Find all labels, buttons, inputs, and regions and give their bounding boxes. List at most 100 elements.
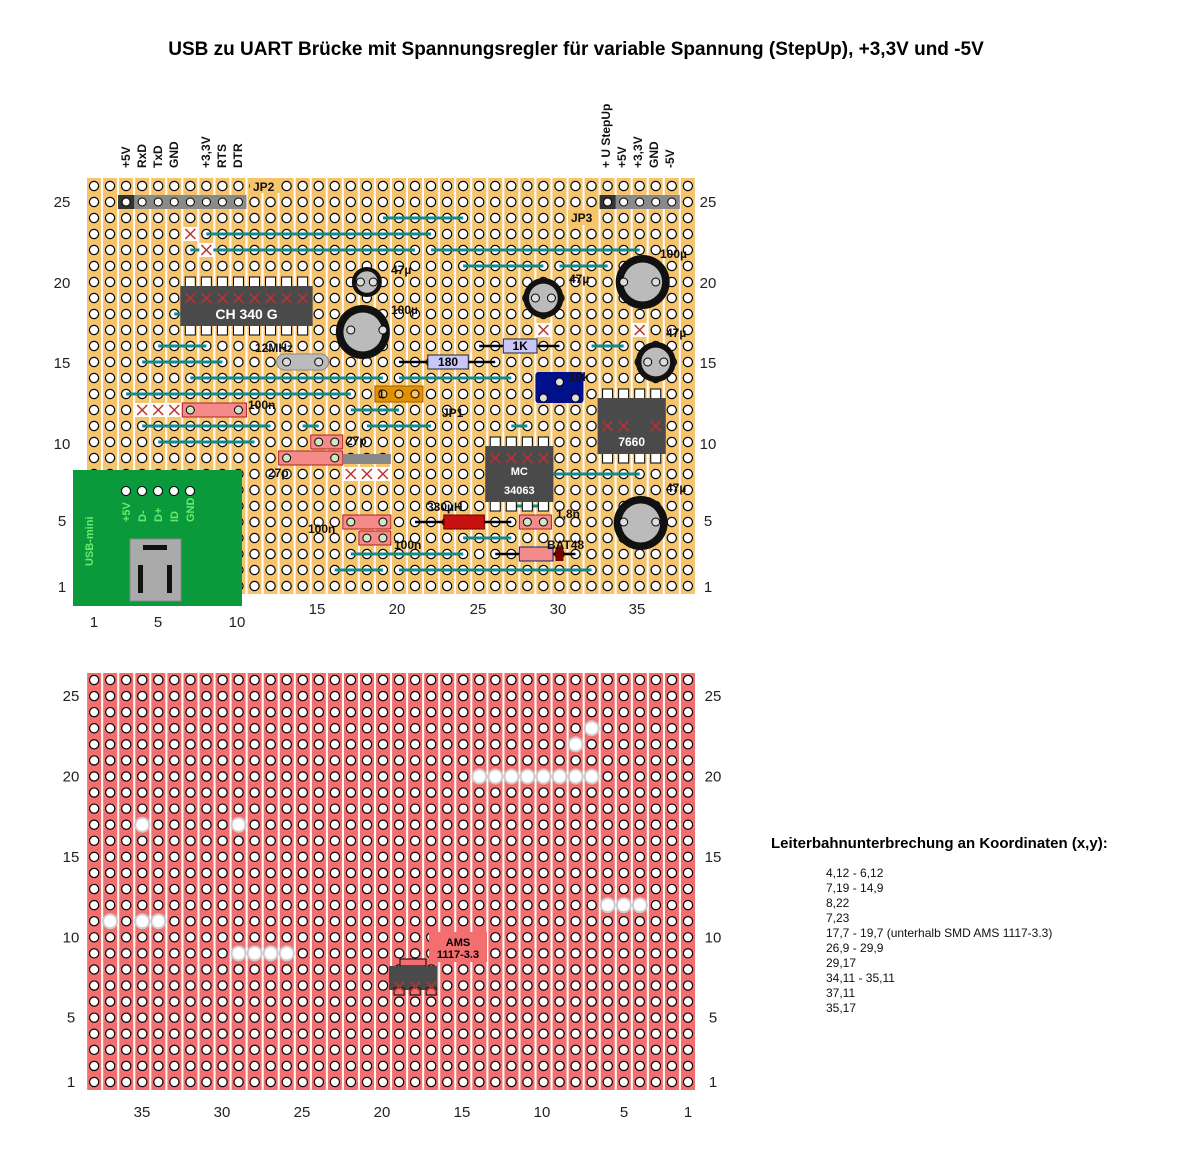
- hole: [442, 899, 453, 911]
- hole: [425, 452, 437, 464]
- hole: [586, 690, 597, 702]
- hole: [618, 980, 630, 991]
- hole: [233, 835, 244, 847]
- hole: [666, 436, 678, 448]
- hole: [682, 1028, 694, 1039]
- y-tick: 20: [705, 768, 722, 785]
- hole: [153, 739, 164, 750]
- hole: [634, 580, 645, 592]
- hole: [554, 1060, 565, 1072]
- hole: [538, 1028, 549, 1039]
- hole: [570, 916, 581, 927]
- hole: [666, 452, 678, 464]
- hole: [602, 706, 613, 718]
- hole: [169, 980, 180, 991]
- hole: [506, 1044, 517, 1056]
- hole: [506, 964, 517, 975]
- hole: [490, 739, 501, 750]
- hole: [602, 851, 613, 863]
- hole: [329, 916, 341, 927]
- hole: [361, 755, 373, 766]
- hole: [217, 452, 228, 464]
- hole: [425, 196, 437, 208]
- hole: [104, 308, 116, 320]
- hole: [570, 690, 581, 702]
- hole: [137, 706, 148, 718]
- hole: [602, 308, 613, 320]
- hole: [233, 755, 244, 766]
- hole: [377, 803, 389, 814]
- hole: [233, 996, 244, 1007]
- hole: [120, 372, 132, 384]
- hole: [458, 964, 469, 975]
- hole: [426, 1028, 437, 1039]
- hole: [474, 228, 485, 240]
- hole: [682, 276, 694, 288]
- hole: [618, 932, 630, 943]
- hole: [666, 548, 678, 560]
- hole: [522, 1028, 533, 1039]
- hole: [634, 564, 645, 576]
- track-cut: [535, 768, 552, 785]
- hole: [490, 899, 501, 911]
- hole: [88, 292, 100, 304]
- hole: [522, 964, 533, 975]
- hole: [409, 723, 421, 734]
- hole: [458, 851, 469, 863]
- hole: [586, 883, 597, 895]
- hole: [602, 883, 613, 895]
- hole: [233, 739, 244, 750]
- hole: [538, 932, 549, 943]
- hole: [345, 755, 357, 766]
- hole: [409, 500, 421, 512]
- hole: [265, 516, 276, 528]
- hole: [281, 1028, 292, 1039]
- hole: [666, 899, 678, 911]
- hole: [313, 803, 325, 814]
- hole: [265, 980, 276, 991]
- hole: [586, 787, 597, 798]
- hole: [313, 706, 325, 718]
- hole: [634, 803, 646, 814]
- hole: [313, 932, 325, 943]
- hole: [602, 356, 613, 368]
- hole: [570, 835, 581, 847]
- hole: [104, 739, 116, 750]
- hole: [88, 404, 100, 416]
- hole: [217, 835, 228, 847]
- hole: [265, 755, 276, 766]
- hole: [666, 851, 678, 863]
- chip-pin: [602, 452, 614, 464]
- hole: [104, 436, 116, 448]
- hole: [666, 180, 678, 192]
- cut-x-icon: [297, 292, 309, 304]
- mc34063-label: MC: [511, 466, 528, 478]
- track-cut: [102, 913, 119, 930]
- cap-47u-label: 47µ: [391, 263, 411, 277]
- hole: [666, 723, 678, 734]
- hole: [441, 196, 453, 208]
- hole: [297, 690, 308, 702]
- smd-tab: [399, 958, 427, 967]
- hole: [634, 867, 646, 879]
- bottom-board-strips: [87, 673, 695, 1090]
- hole: [682, 452, 694, 464]
- hole: [329, 580, 340, 592]
- hole: [426, 803, 437, 814]
- track-cut: [519, 768, 536, 785]
- hole: [666, 532, 678, 544]
- copper-strip: [392, 673, 407, 1090]
- hole: [506, 803, 517, 814]
- hole: [602, 980, 613, 991]
- hole: [297, 340, 308, 352]
- hole: [490, 690, 501, 702]
- crystal-label: 12MHz: [255, 341, 293, 355]
- hole: [297, 468, 308, 480]
- hole: [586, 996, 597, 1007]
- hole: [554, 452, 565, 464]
- hole: [650, 739, 662, 750]
- y-tick: 20: [54, 275, 71, 292]
- hole: [345, 484, 356, 496]
- hole: [602, 1076, 613, 1088]
- header-pin: [121, 197, 131, 207]
